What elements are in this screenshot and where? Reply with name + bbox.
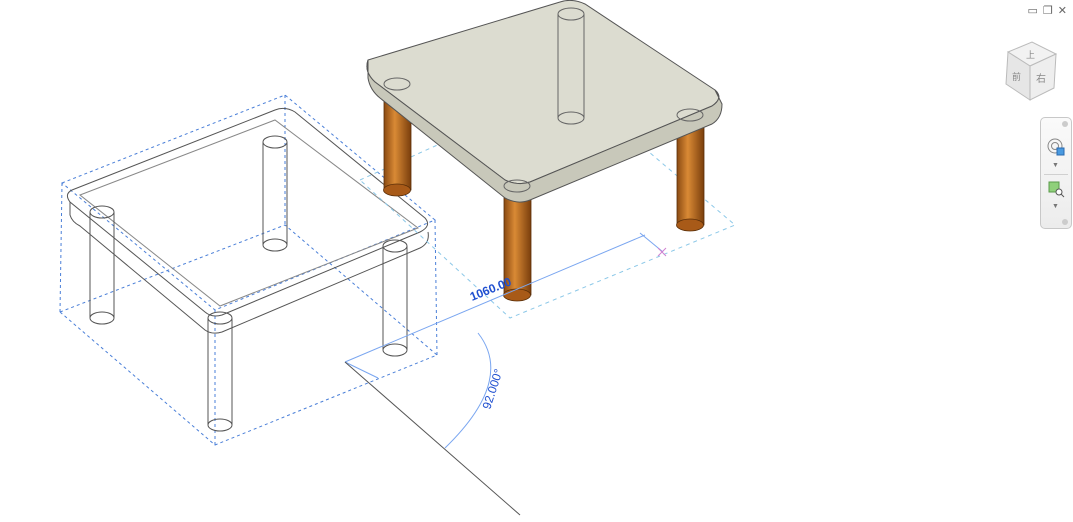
window-controls: ▭ ❐ ✕ bbox=[1028, 4, 1068, 17]
viewcube-front[interactable]: 前 bbox=[1012, 71, 1021, 82]
rotation-reference-line bbox=[344, 361, 521, 516]
wireframe-table bbox=[59, 94, 438, 446]
steering-wheel-dropdown-icon[interactable]: ▼ bbox=[1052, 162, 1059, 169]
restore-button[interactable]: ❐ bbox=[1042, 5, 1053, 17]
bounding-box bbox=[59, 94, 438, 446]
viewcube-top[interactable]: 上 bbox=[1026, 50, 1035, 60]
angle-dimension-text[interactable]: 92.000° bbox=[480, 367, 506, 411]
length-dimension-text[interactable]: 1060.00 bbox=[468, 274, 514, 303]
zoom-region-icon[interactable] bbox=[1047, 180, 1065, 198]
close-button[interactable]: ✕ bbox=[1057, 5, 1067, 17]
navbar-separator bbox=[1044, 174, 1068, 175]
navbar-close-icon[interactable] bbox=[1062, 121, 1068, 127]
zoom-dropdown-icon[interactable]: ▼ bbox=[1052, 203, 1059, 210]
steering-wheel-icon[interactable] bbox=[1047, 138, 1065, 156]
wireframe-legs bbox=[89, 135, 408, 432]
viewcube[interactable]: 上 前 右 bbox=[1000, 40, 1060, 104]
minimize-button[interactable]: ▭ bbox=[1027, 5, 1038, 17]
leg bbox=[383, 94, 705, 302]
navbar-options-icon[interactable] bbox=[1062, 219, 1068, 225]
shaded-table bbox=[359, 0, 736, 319]
length-dimension bbox=[344, 232, 667, 379]
viewcube-right[interactable]: 右 bbox=[1036, 72, 1046, 85]
angle-arc bbox=[444, 332, 492, 449]
navigation-bar: ▼ ▼ bbox=[1040, 117, 1072, 229]
